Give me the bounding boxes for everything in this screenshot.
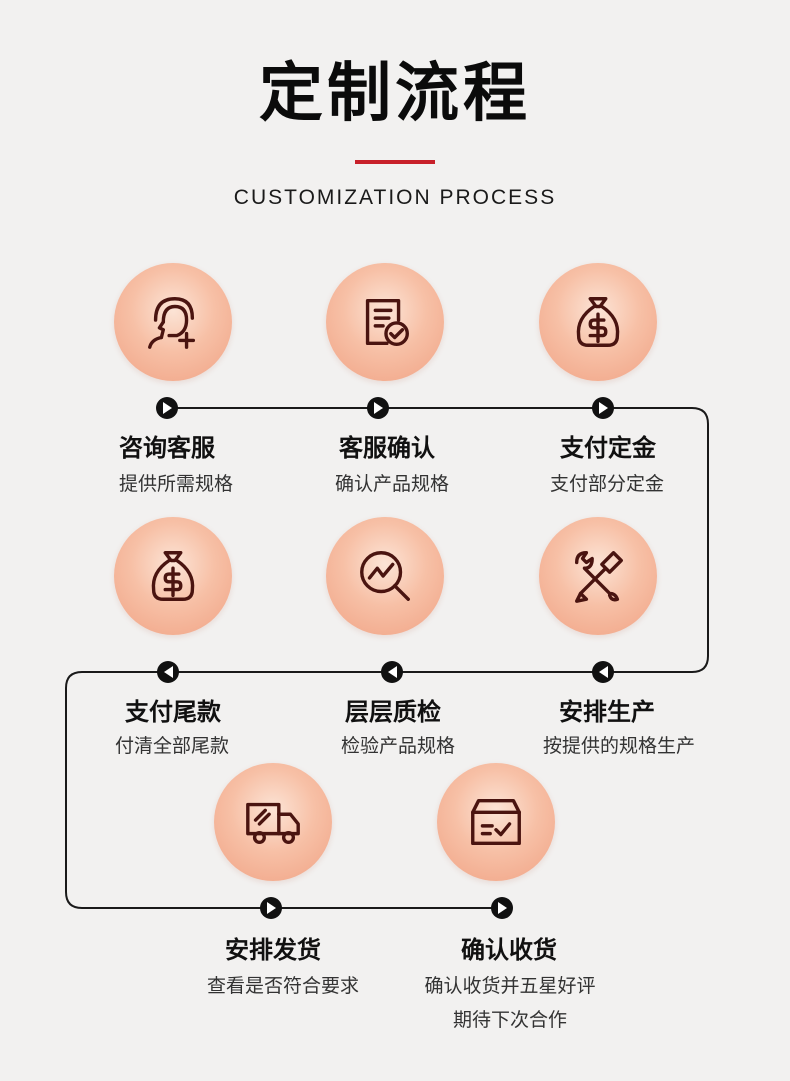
tools-icon — [574, 551, 623, 603]
step-shipping-circle — [214, 763, 332, 881]
step-desc-line2: 期待下次合作 — [452, 1009, 567, 1031]
step-desc: 支付部分定金 — [549, 473, 664, 495]
checked-document-icon — [365, 298, 409, 346]
step-deposit-circle — [539, 263, 657, 381]
customer-service-icon — [148, 297, 196, 349]
arrow-right-icon — [260, 897, 282, 919]
money-bag-icon — [151, 551, 195, 601]
arrow-left-icon — [157, 661, 179, 683]
step-inspection-circle — [326, 517, 444, 635]
step-final-payment-circle — [114, 517, 232, 635]
step-desc: 提供所需规格 — [118, 473, 233, 495]
step-production-circle — [539, 517, 657, 635]
step-desc: 按提供的规格生产 — [542, 735, 695, 757]
step-consult-circle — [114, 263, 232, 381]
arrow-right-icon — [592, 397, 614, 419]
step-title: 客服确认 — [339, 434, 435, 462]
page-subtitle: CUSTOMIZATION PROCESS — [233, 186, 557, 209]
step-title: 确认收货 — [461, 936, 557, 964]
arrow-right-icon — [491, 897, 513, 919]
truck-icon — [246, 802, 300, 845]
arrow-right-icon — [367, 397, 389, 419]
step-title: 层层质检 — [345, 698, 441, 726]
magnifier-chart-icon — [360, 551, 410, 601]
title-underline — [355, 160, 435, 164]
step-desc: 检验产品规格 — [340, 735, 455, 757]
arrow-right-icon — [156, 397, 178, 419]
page-title: 定制流程 — [259, 57, 531, 131]
step-receipt-circle — [437, 763, 555, 881]
step-title: 安排生产 — [559, 698, 655, 726]
arrow-left-icon — [592, 661, 614, 683]
step-desc: 付清全部尾款 — [114, 735, 229, 757]
step-title: 咨询客服 — [119, 434, 215, 462]
step-desc: 确认产品规格 — [334, 473, 449, 495]
package-box-icon — [471, 798, 521, 846]
step-desc: 查看是否符合要求 — [206, 975, 359, 997]
step-title: 支付定金 — [560, 434, 656, 462]
money-bag-icon — [576, 297, 620, 347]
step-title: 安排发货 — [225, 936, 321, 964]
arrow-left-icon — [381, 661, 403, 683]
step-desc: 确认收货并五星好评 — [424, 975, 596, 997]
step-confirm-circle — [326, 263, 444, 381]
step-title: 支付尾款 — [125, 698, 221, 726]
